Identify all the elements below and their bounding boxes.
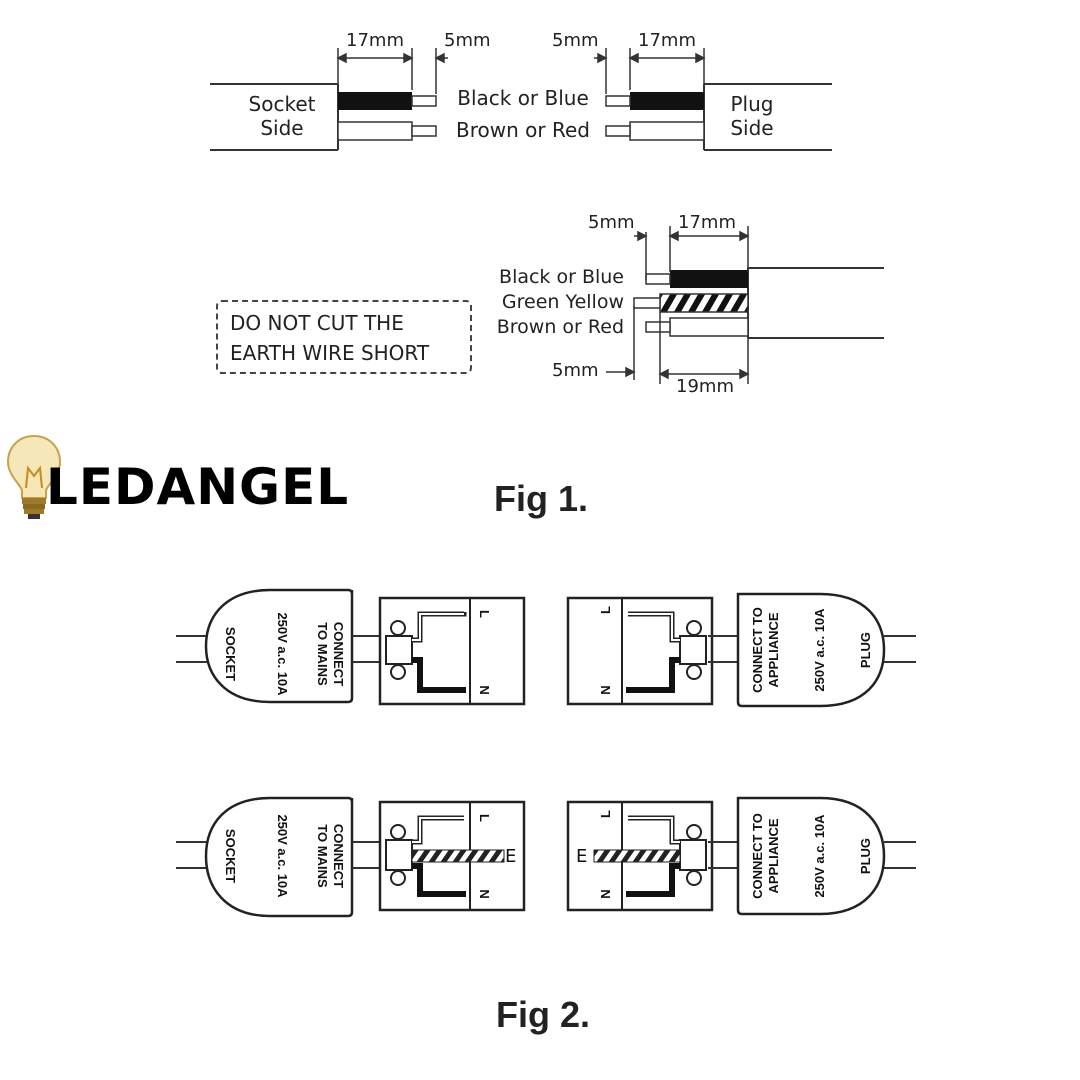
wire-label-green-yellow: Green Yellow (501, 291, 624, 313)
plug-brown-wire-core (605, 125, 631, 137)
dim-17mm-right: 17mm (638, 30, 696, 51)
socket-black-wire-core (411, 95, 437, 107)
wire-label-black-or-blue-bottom: Black or Blue (499, 266, 624, 288)
plug-side-line1: Plug (730, 92, 774, 116)
socket1-terminal-L: L (477, 610, 492, 618)
socket2-connect-line2: TO MAINS (315, 824, 330, 888)
socket-earth-wire (411, 849, 505, 863)
plug-3core-assembly (566, 796, 916, 916)
socket2-label: SOCKET (223, 829, 238, 883)
plug1-rating: 250V a.c. 10A (812, 608, 827, 692)
fig1-title: Fig 1. (494, 478, 589, 519)
socket1-connect-line2: TO MAINS (315, 622, 330, 686)
warning-line1: DO NOT CUT THE (230, 311, 404, 335)
socket1-label: SOCKET (223, 627, 238, 681)
earth-green-yellow-wire-core (633, 297, 661, 309)
earth-brown-wire-core (645, 321, 671, 333)
socket2-terminal-N: N (477, 889, 492, 898)
plug-black-wire-core (605, 95, 631, 107)
dim-17mm-bottom: 17mm (678, 212, 736, 233)
socket-brown-wire-core (411, 125, 437, 137)
plug2-connect-line1: CONNECT TO (750, 813, 765, 899)
plug-side-line2: Side (730, 116, 774, 140)
socket-side-line2: Side (260, 116, 304, 140)
plug1-connect-line1: CONNECT TO (750, 607, 765, 693)
socket2-rating: 250V a.c. 10A (275, 814, 290, 898)
socket-body-1 (204, 588, 354, 704)
plug2-label: PLUG (858, 838, 873, 874)
socket1-connect-line1: CONNECT (331, 622, 346, 686)
socket1-rating: 250V a.c. 10A (275, 612, 290, 696)
plug-black-wire-insulation (630, 92, 704, 110)
wire-label-brown-or-red-bottom: Brown or Red (496, 316, 624, 338)
dim-5mm-top: 5mm (588, 212, 635, 233)
plug1-terminal-L: L (598, 606, 613, 614)
dim-5mm-right: 5mm (552, 30, 599, 51)
plug1-connect-line2: APPLIANCE (766, 612, 781, 687)
wire-label-brown-or-red-top: Brown or Red (456, 118, 590, 142)
socket2-terminal-E: E (505, 846, 516, 867)
plug2-terminal-N: N (598, 889, 613, 898)
light-bulb-icon (6, 434, 62, 519)
brand-name: LEDANGEL (46, 458, 350, 516)
plug-body-1 (736, 592, 886, 708)
plug2-terminal-E: E (576, 846, 587, 867)
dim-19mm: 19mm (676, 376, 734, 397)
socket2-connect-line1: CONNECT (331, 824, 346, 888)
socket-side-line1: Socket (248, 92, 316, 116)
dim-17mm-left: 17mm (346, 30, 404, 51)
plug1-label: PLUG (858, 632, 873, 668)
socket-side-label: Socket Side (240, 94, 324, 138)
earth-wire-warning-box: DO NOT CUT THE EARTH WIRE SHORT (216, 300, 472, 374)
wire-label-black-or-blue-top: Black or Blue (457, 86, 589, 110)
fig2-title: Fig 2. (496, 994, 591, 1035)
plug2-terminal-L: L (598, 810, 613, 818)
socket2-terminal-L: L (477, 814, 492, 822)
plug-side-label: Plug Side (716, 94, 788, 138)
plug-earth-wire (593, 849, 681, 863)
plug-body-2 (736, 796, 886, 916)
dim-5mm-left: 5mm (444, 30, 491, 51)
plug1-terminal-N: N (598, 685, 613, 694)
plug2-rating: 250V a.c. 10A (812, 814, 827, 898)
dim-5mm-bottom: 5mm (552, 360, 599, 381)
socket1-terminal-N: N (477, 685, 492, 694)
socket-3core-assembly (176, 796, 526, 918)
plug-2core-assembly (566, 592, 916, 708)
socket-black-wire-insulation (338, 92, 412, 110)
socket-body-2 (204, 796, 354, 918)
warning-line2: EARTH WIRE SHORT (230, 341, 430, 365)
plug2-connect-line2: APPLIANCE (766, 818, 781, 893)
earth-black-wire-insulation (670, 270, 748, 288)
socket-2core-assembly (176, 588, 526, 706)
